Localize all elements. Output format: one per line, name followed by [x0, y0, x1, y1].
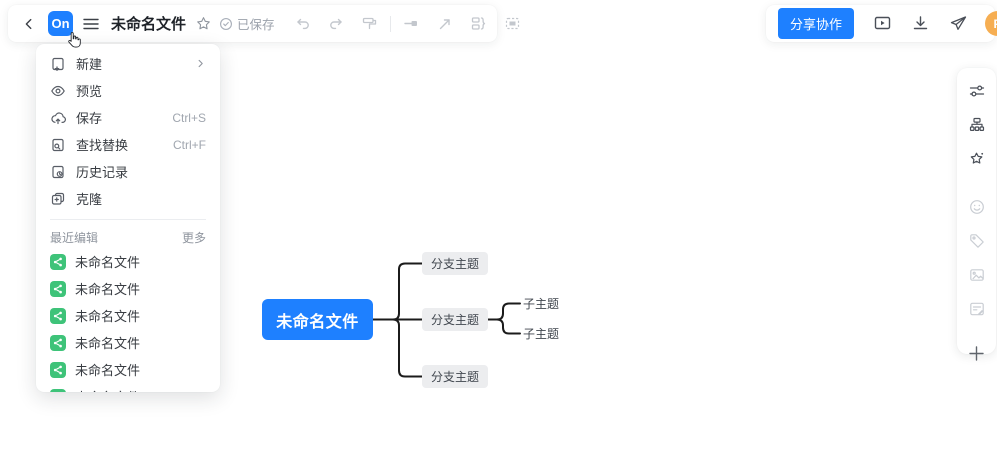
recent-more-link[interactable]: 更多: [181, 230, 206, 245]
connector-style-icon[interactable]: [968, 82, 986, 100]
eye-icon: [50, 83, 66, 99]
menu-item-find-replace[interactable]: 查找替换 Ctrl+F: [36, 131, 220, 158]
mindmap-file-icon: [50, 307, 66, 324]
file-menu-dropdown: 新建 预览 保存 Ctrl+S 查找替换 Ctrl+F 历史记录 克隆: [36, 44, 220, 392]
frame-select-icon[interactable]: [504, 15, 521, 32]
share-collaborate-button[interactable]: 分享协作: [778, 8, 855, 39]
menu-item-save[interactable]: 保存 Ctrl+S: [36, 104, 220, 131]
note-icon[interactable]: [968, 300, 986, 318]
theme-magic-icon[interactable]: [968, 150, 986, 168]
menu-item-label: 查找替换: [76, 138, 129, 153]
redo-icon[interactable]: [328, 16, 344, 32]
user-avatar[interactable]: P: [985, 11, 997, 36]
recent-file-name: 未命名文件: [75, 336, 141, 351]
summary-icon[interactable]: [470, 15, 487, 32]
clone-icon: [50, 191, 66, 207]
menu-hamburger-icon[interactable]: [83, 17, 99, 31]
menu-item-label: 保存: [76, 111, 103, 126]
menu-divider: [50, 219, 206, 220]
menu-item-label: 预览: [76, 84, 103, 99]
file-history-icon: [50, 164, 66, 180]
check-circle-icon: [219, 17, 233, 31]
document-title[interactable]: 未命名文件: [111, 16, 187, 33]
menu-item-shortcut: Ctrl+S: [172, 110, 206, 125]
star-icon[interactable]: [196, 16, 211, 31]
menu-item-label: 克隆: [76, 192, 103, 207]
menu-item-label: 新建: [76, 57, 103, 72]
mindmap-subtopic-node[interactable]: 子主题: [523, 326, 560, 341]
save-status-label: 已保存: [237, 18, 275, 32]
relation-line-icon[interactable]: [403, 15, 420, 32]
file-search-icon: [50, 137, 66, 153]
recent-file-name: 未命名文件: [75, 282, 141, 297]
mindmap-file-icon: [50, 388, 66, 392]
emoji-icon[interactable]: [968, 198, 986, 216]
mindmap-root-node[interactable]: 未命名文件: [262, 299, 373, 340]
mindmap-branch-node[interactable]: 分支主题: [422, 365, 488, 388]
recent-file-item[interactable]: 未命名文件: [36, 383, 220, 392]
recent-file-item[interactable]: 未命名文件: [36, 302, 220, 329]
recent-file-name: 未命名文件: [75, 363, 141, 378]
menu-item-label: 历史记录: [76, 165, 129, 180]
cloud-upload-icon: [50, 110, 66, 126]
recent-file-item[interactable]: 未命名文件: [36, 275, 220, 302]
back-icon[interactable]: [22, 17, 36, 31]
mindmap-file-icon: [50, 334, 66, 351]
chevron-right-icon: [195, 58, 206, 69]
recent-header-label: 最近编辑: [50, 230, 99, 245]
mindmap-file-icon: [50, 280, 66, 297]
menu-item-new[interactable]: 新建: [36, 50, 220, 77]
mindmap-subtopic-node[interactable]: 子主题: [523, 296, 560, 311]
toolbar-divider: [389, 15, 391, 32]
format-painter-icon[interactable]: [361, 15, 378, 32]
recent-file-name: 未命名文件: [75, 387, 140, 392]
save-status: 已保存: [219, 14, 275, 33]
arrow-icon[interactable]: [437, 16, 453, 32]
send-icon[interactable]: [949, 14, 968, 33]
file-plus-icon: [50, 56, 66, 72]
menu-item-history[interactable]: 历史记录: [36, 158, 220, 185]
menu-item-clone[interactable]: 克隆: [36, 185, 220, 212]
recent-file-item[interactable]: 未命名文件: [36, 329, 220, 356]
menu-item-shortcut: Ctrl+F: [173, 137, 206, 152]
tag-icon[interactable]: [968, 232, 986, 250]
canvas-tools-sidebar: [957, 68, 996, 361]
mindmap-branch-node[interactable]: 分支主题: [422, 308, 488, 331]
recent-file-name: 未命名文件: [75, 309, 141, 324]
app-logo[interactable]: On: [48, 11, 73, 36]
download-icon[interactable]: [911, 14, 930, 33]
recent-file-name: 未命名文件: [75, 255, 141, 270]
image-icon[interactable]: [968, 266, 986, 284]
structure-icon[interactable]: [968, 116, 986, 134]
main-toolbar: On 未命名文件 已保存: [8, 5, 519, 42]
undo-icon[interactable]: [295, 16, 311, 32]
mindmap-file-icon: [50, 253, 66, 270]
recent-section-header: 最近编辑 更多: [36, 226, 220, 248]
mindmap-file-icon: [50, 361, 66, 378]
add-icon[interactable]: [967, 344, 986, 363]
presentation-icon[interactable]: [873, 14, 892, 33]
collaboration-toolbar: 分享协作 P: [766, 5, 997, 42]
menu-item-preview[interactable]: 预览: [36, 77, 220, 104]
recent-file-item[interactable]: 未命名文件: [36, 248, 220, 275]
recent-file-item[interactable]: 未命名文件: [36, 356, 220, 383]
mindmap-branch-node[interactable]: 分支主题: [422, 252, 488, 275]
